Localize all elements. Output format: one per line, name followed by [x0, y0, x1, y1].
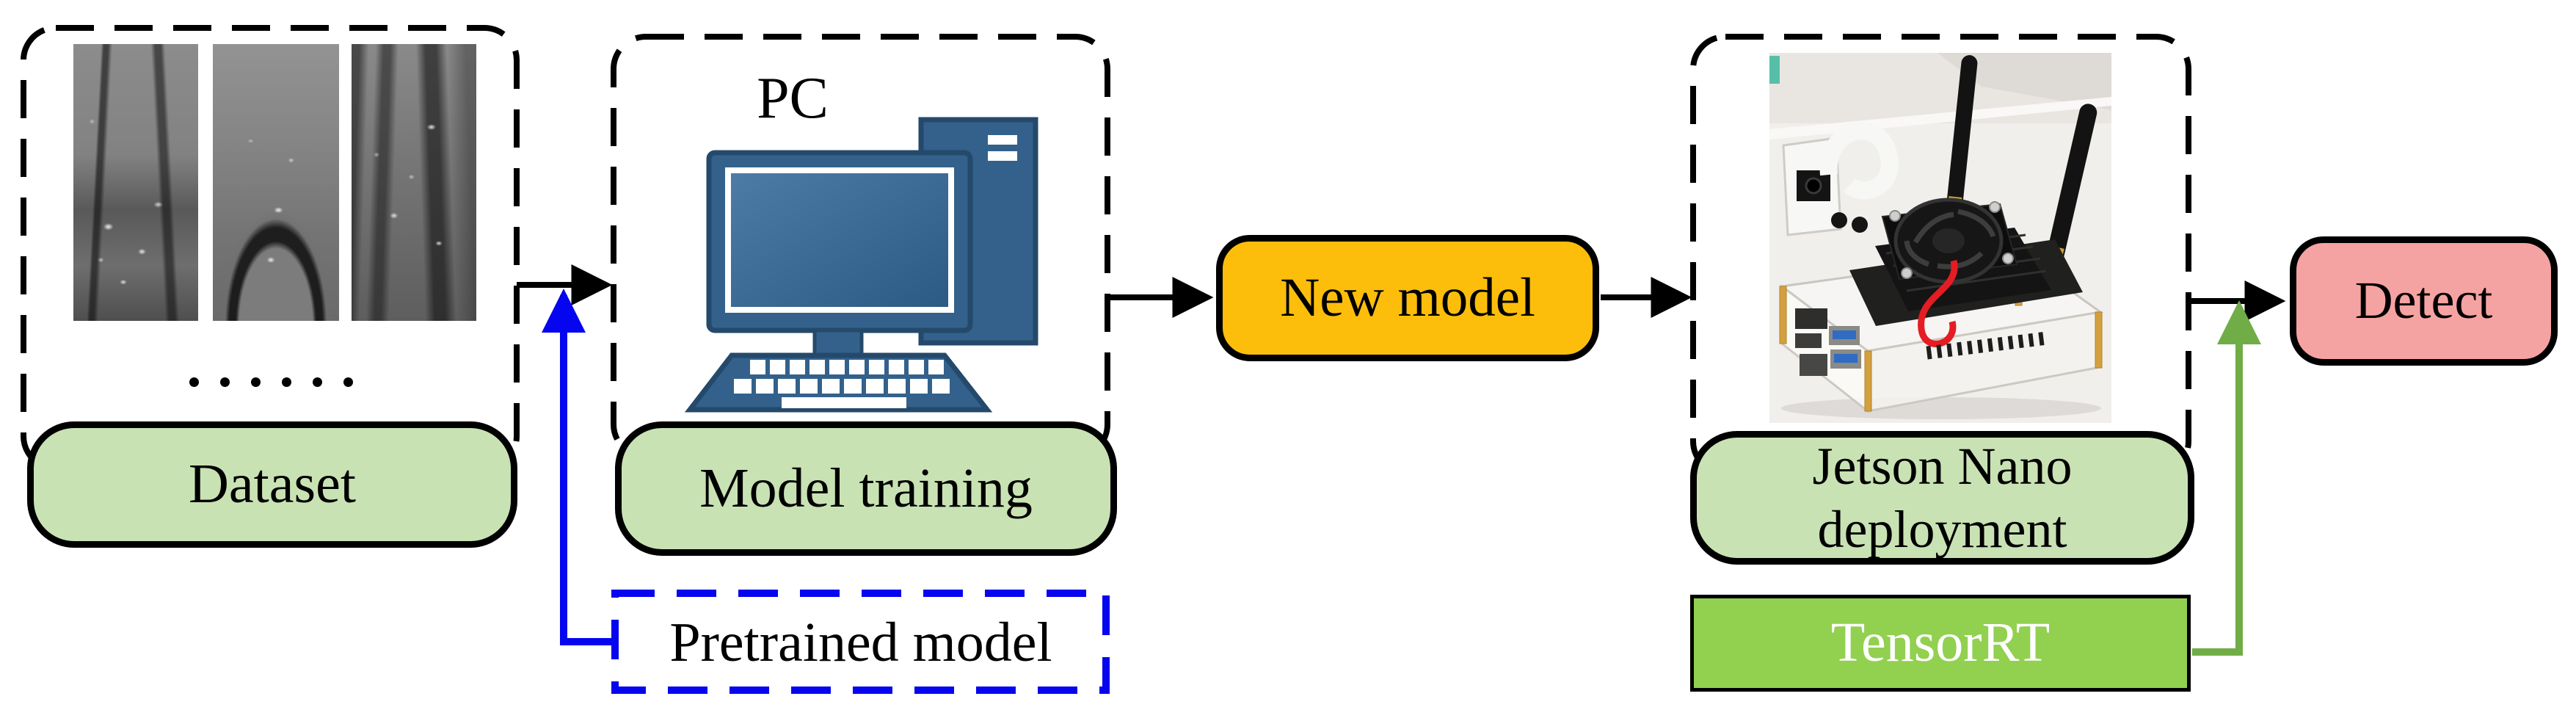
- teal-object: [1769, 56, 1780, 84]
- pc-label: PC: [757, 65, 829, 131]
- ellipsis-dots: [189, 377, 353, 387]
- ellipsis-dot: [220, 377, 230, 387]
- arrow-tensorrt-to-detect: [2192, 300, 2261, 656]
- cooling-fan-icon: [1881, 198, 2018, 284]
- model-training-node: Model training: [615, 421, 1117, 556]
- jetson-deployment-node: Jetson Nano deployment: [1690, 431, 2194, 565]
- io-ports: [1795, 308, 1861, 376]
- dataset-sample-image-2: [213, 44, 339, 321]
- gpio-pin-header: [1926, 332, 2045, 360]
- ellipsis-dot: [313, 377, 322, 387]
- jetson-nano-photo: [1769, 53, 2111, 423]
- camera-module: [1782, 122, 1899, 236]
- desktop-computer-illustration: [684, 117, 1038, 413]
- pretrained-model-label: Pretrained model: [669, 611, 1052, 673]
- ellipsis-dot: [251, 377, 261, 387]
- ellipsis-dot: [343, 377, 353, 387]
- detect-label: Detect: [2354, 271, 2493, 330]
- jetson-deployment-label-line2: deployment: [1817, 500, 2067, 559]
- detect-node: Detect: [2290, 236, 2558, 366]
- dataset-sample-image-1: [73, 44, 198, 321]
- dataset-sample-image-3: [352, 44, 476, 321]
- new-model-node: New model: [1216, 235, 1599, 361]
- pc-dashed-container: [611, 34, 1110, 460]
- tensorrt-node: TensorRT: [1690, 595, 2191, 692]
- dataset-node: Dataset: [27, 421, 517, 548]
- computer-keyboard-icon: [684, 352, 993, 413]
- arrow-pretrained-to-training: [542, 289, 616, 645]
- new-model-label: New model: [1280, 267, 1535, 328]
- model-training-label: Model training: [699, 457, 1033, 519]
- ellipsis-dot: [282, 377, 291, 387]
- dataset-label: Dataset: [189, 453, 356, 515]
- computer-monitor-icon: [706, 150, 973, 359]
- ellipsis-dot: [189, 377, 199, 387]
- jetson-deployment-label-line1: Jetson Nano: [1812, 437, 2073, 496]
- red-wire: [1918, 259, 1958, 347]
- tensorrt-label: TensorRT: [1830, 612, 2051, 674]
